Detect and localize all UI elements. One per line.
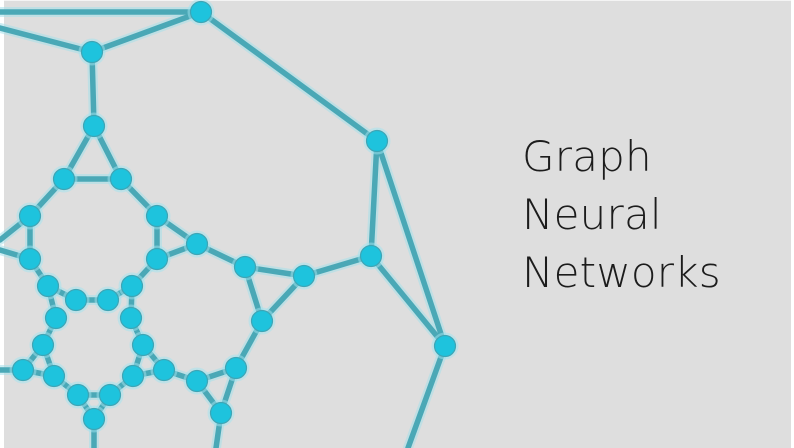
graph-edges — [0, 9, 448, 448]
slide-title: Graph Neural Networks — [522, 128, 721, 302]
graph-node — [185, 369, 209, 393]
graph-edge — [0, 25, 95, 55]
graph-node — [189, 0, 213, 24]
graph-node — [82, 407, 106, 431]
graph-node — [98, 383, 122, 407]
graph-node — [82, 114, 106, 138]
slide-left-border — [0, 0, 4, 448]
graph-node — [52, 167, 76, 191]
graph-node — [64, 288, 88, 312]
graph-node — [233, 255, 257, 279]
graph-node — [145, 247, 169, 271]
graph-edge — [374, 138, 448, 349]
slide-right-border — [791, 0, 794, 448]
graph-node — [31, 333, 55, 357]
title-line-graph: Graph — [522, 132, 652, 181]
graph-node — [121, 364, 145, 388]
graph-node — [250, 309, 274, 333]
graph-node — [120, 274, 144, 298]
graph-edge — [198, 9, 380, 144]
graph-node — [145, 204, 169, 228]
graph-node — [365, 129, 389, 153]
graph-nodes — [9, 0, 459, 433]
graph-edge — [89, 9, 204, 55]
graph-node — [18, 247, 42, 271]
graph-node — [292, 264, 316, 288]
graph-node — [44, 306, 68, 330]
graph-node — [433, 334, 457, 358]
graph-edge — [368, 253, 448, 349]
graph-edge — [405, 343, 448, 448]
graph-node — [209, 401, 233, 425]
graph-node — [224, 356, 248, 380]
graph-node — [152, 358, 176, 382]
graph-node — [109, 167, 133, 191]
graph-node — [119, 306, 143, 330]
graph-node — [36, 274, 60, 298]
graph-node — [18, 204, 42, 228]
graph-node — [11, 358, 35, 382]
graph-edge — [368, 138, 380, 259]
graph-node — [185, 232, 209, 256]
graph-node — [131, 333, 155, 357]
graph-node — [359, 244, 383, 268]
graph-node — [66, 383, 90, 407]
graph-node — [42, 364, 66, 388]
title-line-neural: Neural — [522, 190, 662, 239]
title-line-networks: Networks — [522, 248, 721, 297]
graph-node — [96, 288, 120, 312]
graph-node — [80, 40, 104, 64]
slide-top-border — [0, 0, 794, 1]
